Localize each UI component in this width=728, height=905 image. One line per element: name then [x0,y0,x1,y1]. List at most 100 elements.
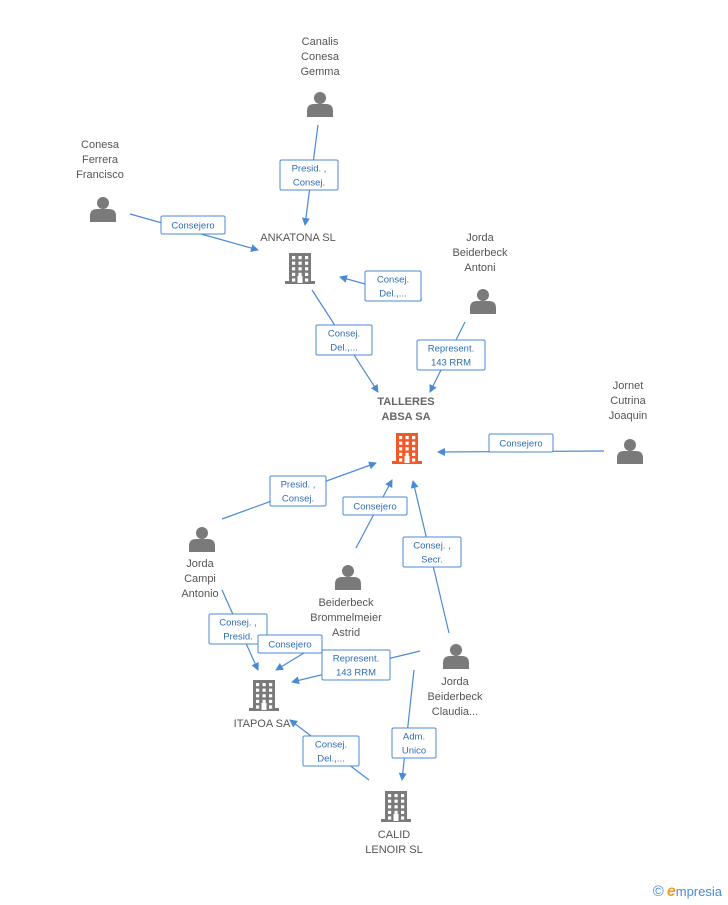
building-window [412,447,416,451]
building-window [401,816,405,820]
building-window [292,272,296,276]
building-icon[interactable] [392,433,422,464]
edge-label-canalis-to-ankatona[interactable]: Presid. , Consej. [279,159,339,191]
building-window [399,441,403,445]
building-window [262,694,266,698]
building-window [399,436,403,440]
edge-label-text: Consej. [315,740,347,751]
edge-label-text: Consej. , [219,618,257,629]
node-label-line: Cutrina [610,395,646,407]
person-icon-head [477,289,489,301]
edge-label-jorda_claudia-to-talleres[interactable]: Consej. ,Secr. [402,536,462,568]
copyright-icon: © [652,883,664,900]
person-icon[interactable] [470,289,496,314]
building-window [256,699,260,703]
person-icon[interactable] [617,439,643,464]
person-icon-head [196,527,208,539]
node-label-line: TALLERES [377,396,434,408]
person-icon[interactable] [307,92,333,117]
person-icon-body [189,539,215,552]
node-label-line: ANKATONA SL [260,232,335,244]
edge-label-text: Consejero [353,502,396,513]
node-ankatona[interactable]: ANKATONA SL [260,232,336,284]
building-icon[interactable] [381,791,411,822]
person-icon-body [470,301,496,314]
building-window [305,261,309,265]
person-icon-head [314,92,326,104]
edge-label-text: Unico [402,746,426,757]
node-label-line: Joaquin [609,410,648,422]
edge-label-jorda_bb-to-talleres[interactable]: Represent.143 RRM [416,339,486,371]
node-label-line: Jorda [466,232,494,244]
edge-label-jorda_bb-to-ankatona[interactable]: Consej.Del.,... [364,270,422,302]
node-label-line: Canalis [302,36,339,48]
building-window [269,694,273,698]
edge-label-jornet-to-talleres[interactable]: Consejero [488,433,554,453]
person-icon[interactable] [443,644,469,669]
person-icon[interactable] [189,527,215,552]
edge-label-conesa-to-ankatona[interactable]: Consejero [160,215,226,235]
building-window [305,256,309,260]
edge-label-text: 143 RRM [431,358,471,369]
edge-label-beiderbeck_astrid-to-talleres[interactable]: Consejero [342,496,408,516]
node-jorda_claudia[interactable]: JordaBeiderbeckClaudia... [427,644,483,718]
node-label-line: Jornet [613,380,644,392]
person-icon-head [450,644,462,656]
edge-label-ankatona-to-talleres[interactable]: Consej.Del.,... [315,324,373,356]
node-itapoa[interactable]: ITAPOA SA [234,680,291,730]
edge-label-jorda_campi-to-itapoa[interactable]: Consej. ,Presid. [208,613,268,645]
building-window [298,261,302,265]
brand-footer: ©empresia [653,883,722,901]
building-window [305,278,309,282]
edge-label-text: Consej. [328,329,360,340]
building-window [399,452,403,456]
building-icon[interactable] [285,253,315,284]
building-window [401,799,405,803]
person-icon-body [307,104,333,117]
building-icon[interactable] [249,680,279,711]
edge-label-jorda_campi-to-talleres[interactable]: Presid. ,Consej. [269,475,327,507]
edge-label-text: Consej. [293,178,325,189]
building-window [256,688,260,692]
node-label-line: CALID [378,829,410,841]
edge-label-text: Presid. , [292,164,327,175]
building-window [256,694,260,698]
edge-label-box [364,270,422,302]
building-window [394,799,398,803]
edge-label-calid-to-itapoa[interactable]: Consej.Del.,... [302,735,360,767]
edge-label-beiderbeck_astrid-to-itapoa[interactable]: Consejero [257,634,323,654]
building-window [292,256,296,260]
edge-label-box [321,649,391,681]
edge-label-jorda_claudia-to-itapoa[interactable]: Represent.143 RRM [321,649,391,681]
node-label-line: Ferrera [82,154,119,166]
person-icon-head [624,439,636,451]
edge-label-box [391,727,437,759]
node-label-line: Beiderbeck [427,691,483,703]
person-icon-head [342,565,354,577]
person-icon[interactable] [335,565,361,590]
node-label-line: Astrid [332,627,360,639]
node-label-line: Antoni [464,262,495,274]
person-icon[interactable] [90,197,116,222]
building-window [262,688,266,692]
person-icon-body [443,656,469,669]
building-window [401,794,405,798]
person-icon-body [90,209,116,222]
building-window [388,799,392,803]
building-window [388,794,392,798]
edge-jorda_claudia-to-calid [398,669,415,781]
edge-label-jorda_claudia-to-calid[interactable]: Adm.Unico [391,727,437,759]
building-window [412,452,416,456]
building-window [394,805,398,809]
building-window [405,452,409,456]
brand-logo-text: mpresia [675,884,722,899]
